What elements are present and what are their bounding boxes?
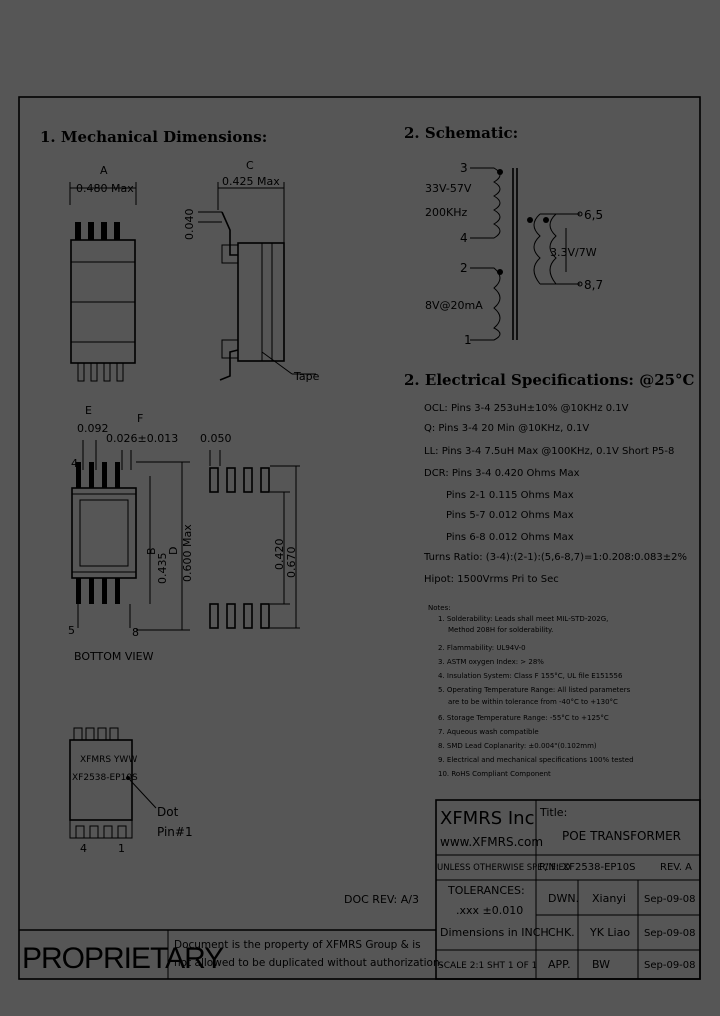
note-line: 10. RoHS Compliant Component <box>438 770 551 778</box>
dim-lead-value: 0.040 <box>183 209 196 241</box>
note-line: 7. Aqueous wash compatible <box>438 728 539 736</box>
dim-e-label: E <box>85 404 92 417</box>
spec-line: Hipot: 1500Vrms Pri to Sec <box>424 574 559 585</box>
dim-pad-420: 0.420 <box>273 539 286 571</box>
sch-pin-1: 1 <box>464 333 472 347</box>
front-view: A 0.480 Max <box>69 164 137 382</box>
pin1-dot <box>126 776 130 780</box>
notes-title: Notes: <box>428 604 451 612</box>
note-line: 3. ASTM oxygen Index: > 28% <box>438 658 544 666</box>
revision: REV. A <box>660 862 692 873</box>
dim-pad-value: 0.050 <box>200 432 232 445</box>
spec-line: Pins 5-7 0.012 Ohms Max <box>446 510 574 521</box>
dim-pad-670: 0.670 <box>285 547 298 579</box>
dim-b-label: B <box>145 547 158 555</box>
spec-line: LL: Pins 3-4 7.5uH Max @100KHz, 0.1V Sho… <box>424 446 674 457</box>
dot-pin-label: Pin#1 <box>157 825 193 839</box>
app-date: Sep-09-08 <box>644 960 696 971</box>
sch-pin-87: 8,7 <box>584 278 603 292</box>
spec-line: Pins 2-1 0.115 Ohms Max <box>446 490 574 501</box>
sheet-border <box>18 96 701 980</box>
section-electrical-title: 2. Electrical Specifications: @25°C <box>404 371 695 389</box>
dot-label: Dot <box>157 805 179 819</box>
bottom-view-label: BOTTOM VIEW <box>74 650 154 663</box>
notes: Notes: 1. Solderability: Leads shall mee… <box>428 604 634 778</box>
note-line: Method 208H for solderability. <box>448 626 553 634</box>
chk-label: CHK. <box>548 926 575 939</box>
note-line: 2. Flammability: UL94V-0 <box>438 644 526 652</box>
sch-primary-f: 200KHz <box>425 206 467 219</box>
dim-e-value: 0.092 <box>77 422 109 435</box>
sch-pin-3: 3 <box>460 161 468 175</box>
dim-d-value: 0.600 Max <box>181 524 194 582</box>
marking-line2: XF2538-EP10S <box>72 773 138 783</box>
title-label: Title: <box>539 806 567 819</box>
app-name: BW <box>592 958 610 971</box>
dim-f-label: F <box>137 412 143 425</box>
note-line: 5. Operating Temperature Range: All list… <box>438 686 631 694</box>
dim-a-label: A <box>100 164 108 177</box>
dwn-label: DWN. <box>548 892 579 905</box>
marking-pin-4: 4 <box>80 842 87 855</box>
title-value: POE TRANSFORMER <box>562 829 681 843</box>
bottom-pin-8: 8 <box>132 626 139 639</box>
marking-line1: XFMRS YWW <box>80 755 137 765</box>
spec-line: Q: Pins 3-4 20 Min @10KHz, 0.1V <box>424 423 589 434</box>
sch-pin-4: 4 <box>460 231 468 245</box>
marking-pin-1: 1 <box>118 842 125 855</box>
unless-text: UNLESS OTHERWISE SPECIFIED <box>437 863 571 873</box>
schematic: 3 4 2 1 33V-57V 200KHz 8V@20mA 6,5 8,7 3… <box>425 161 603 347</box>
part-number: P/N: XF2538-EP10S <box>539 862 636 873</box>
dim-b-value: 0.435 <box>156 553 169 585</box>
note-line: are to be within tolerance from -40°C to… <box>448 698 618 706</box>
dwn-name: Xianyi <box>592 892 626 905</box>
company-website: www.XFMRS.com <box>440 835 543 849</box>
pad-layout: 0.050 0.420 0.670 <box>200 432 300 629</box>
bottom-pin-5: 5 <box>68 624 75 637</box>
note-line: 8. SMD Lead Coplanarity: ±0.004"(0.102mm… <box>438 742 597 750</box>
proprietary-note-2: not allowed to be duplicated without aut… <box>174 957 443 969</box>
company-name: XFMRS Inc <box>440 808 534 829</box>
section-schematic-title: 2. Schematic: <box>404 124 518 142</box>
chk-date: Sep-09-08 <box>644 928 696 939</box>
spec-line: OCL: Pins 3-4 253uH±10% @10KHz 0.1V <box>424 403 629 414</box>
marking-view: XFMRS YWW XF2538-EP10S 4 1 Dot Pin#1 <box>69 727 193 855</box>
note-line: 6. Storage Temperature Range: -55°C to +… <box>438 714 609 722</box>
tolerance-value: .xxx ±0.010 <box>456 904 523 917</box>
proprietary-stamp: PROPRIETARY <box>22 942 224 975</box>
app-label: APP. <box>548 958 571 971</box>
sch-aux: 8V@20mA <box>425 299 483 312</box>
title-block: XFMRS Inc www.XFMRS.com Title: POE TRANS… <box>435 799 701 980</box>
side-view: C 0.425 Max 0.040 Tape <box>183 159 320 383</box>
dwn-date: Sep-09-08 <box>644 894 696 905</box>
dim-f-value: 0.026±0.013 <box>106 432 178 445</box>
dim-a-value: 0.480 Max <box>76 182 134 195</box>
note-line: 9. Electrical and mechanical specificati… <box>438 756 634 764</box>
dimensions-unit: Dimensions in INCH <box>440 926 549 939</box>
dim-c-label: C <box>246 159 254 172</box>
dim-c-value: 0.425 Max <box>222 175 280 188</box>
scale-sheet: SCALE 2:1 SHT 1 OF 1 <box>438 961 537 971</box>
tolerances-label: TOLERANCES: <box>447 884 525 897</box>
spec-line: DCR: Pins 3-4 0.420 Ohms Max <box>424 468 580 479</box>
sch-pin-2: 2 <box>460 261 468 275</box>
bottom-view: E 0.092 F 0.026±0.013 4 5 8 B 0.435 <box>68 404 194 663</box>
doc-rev: DOC REV: A/3 <box>344 893 419 906</box>
bottom-pin-4: 4 <box>71 457 78 470</box>
sch-secondary: 3.3V/7W <box>550 246 597 259</box>
sch-primary-v: 33V-57V <box>425 182 472 195</box>
spec-line: Pins 6-8 0.012 Ohms Max <box>446 532 574 543</box>
note-line: 4. Insulation System: Class F 155°C, UL … <box>438 672 623 680</box>
chk-name: YK Liao <box>589 926 630 939</box>
spec-list: OCL: Pins 3-4 253uH±10% @10KHz 0.1V Q: P… <box>423 403 687 585</box>
dim-d-label: D <box>167 547 180 555</box>
spec-line: Turns Ratio: (3-4):(2-1):(5,6-8,7)=1:0.2… <box>423 552 687 563</box>
section-mechanical-title: 1. Mechanical Dimensions: <box>40 128 267 146</box>
note-line: 1. Solderability: Leads shall meet MIL-S… <box>438 615 608 623</box>
sch-pin-65: 6,5 <box>584 208 603 222</box>
tape-label: Tape <box>293 370 320 383</box>
proprietary-note-1: Document is the property of XFMRS Group … <box>174 939 421 951</box>
